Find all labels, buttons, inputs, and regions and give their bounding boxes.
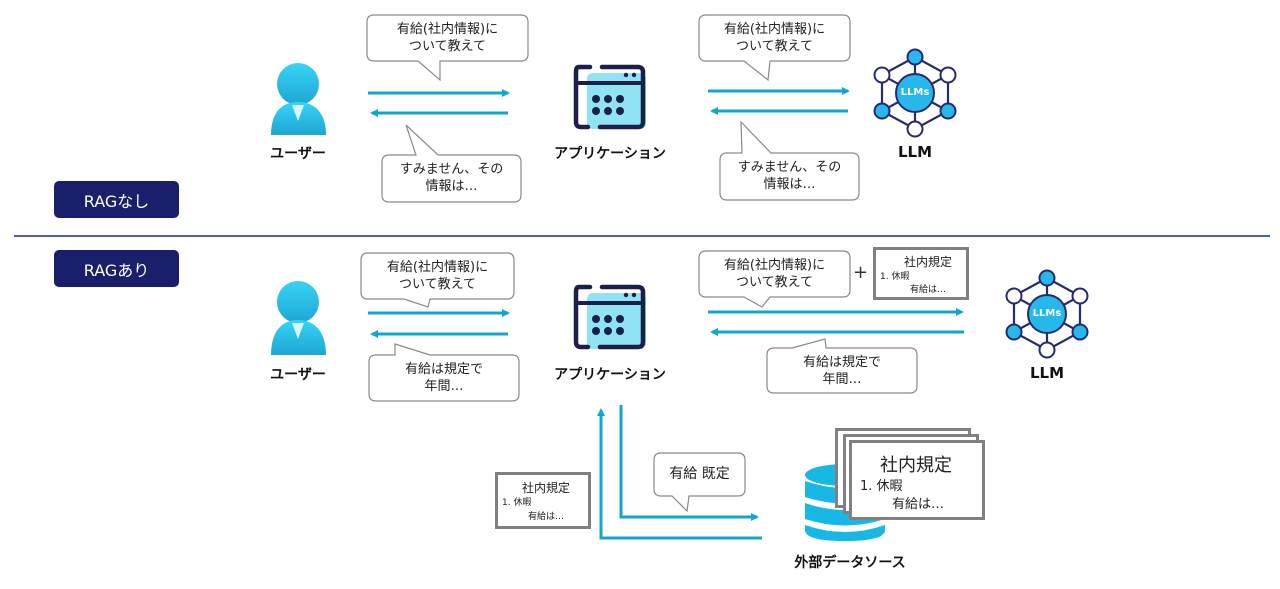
document-title: 社内規定 [522, 481, 571, 495]
document-line-2: 有給は… [892, 497, 945, 512]
user-icon [271, 63, 326, 135]
speech-bubble-user-request [366, 14, 529, 82]
document-stack-front: 社内規定 1. 休暇 有給は… [849, 440, 985, 520]
speech-bubble-app-reply [381, 124, 522, 203]
bubble-text-app-to-llm: 有給(社内情報)に ついて教えて [723, 258, 826, 290]
bubble-text-app-to-llm: 有給(社内情報)に ついて教えて [723, 22, 826, 54]
llm-label: LLM [1029, 364, 1065, 382]
document-title: 社内規定 [880, 455, 952, 476]
llm-label: LLM [897, 143, 933, 161]
application-icon [573, 284, 646, 350]
arrow-datasource-to-app [597, 408, 762, 540]
application-label: アプリケーション [554, 367, 666, 383]
llm-icon-text: LLMs [900, 87, 930, 98]
bubble-text-user-request: 有給(社内情報)に ついて教えて [396, 22, 499, 54]
document-line-1: 1. 休暇 [502, 498, 532, 508]
application-label: アプリケーション [554, 146, 666, 162]
badge-rag-with: RAGあり [54, 250, 179, 287]
speech-bubble-app-reply [368, 343, 520, 402]
llm-icon-text: LLMs [1032, 308, 1062, 319]
user-label: ユーザー [270, 146, 326, 162]
arrow-app-to-datasource [619, 405, 759, 521]
speech-bubble-search-query [653, 452, 746, 513]
document-line-1: 1. 休暇 [880, 272, 910, 282]
document-line-1: 1. 休暇 [860, 479, 903, 494]
bubble-text-llm-reply: 有給は規定で 年間… [802, 355, 881, 387]
section-separator [14, 235, 1270, 237]
bubble-text-user-request: 有給(社内情報)に ついて教えて [386, 260, 489, 292]
bubble-text-app-reply: 有給は規定で 年間… [404, 362, 483, 394]
bubble-text-app-reply: すみません、その 情報は… [399, 162, 504, 194]
document-line-2: 有給は… [528, 512, 565, 522]
plus-sign: + [853, 262, 869, 283]
datasource-label: 外部データソース [794, 555, 906, 571]
bubble-text-llm-reply: すみません、その 情報は… [737, 160, 842, 192]
badge-rag-none: RAGなし [54, 181, 179, 218]
document-title: 社内規定 [904, 255, 953, 269]
speech-bubble-app-to-llm [698, 250, 851, 308]
user-icon [271, 281, 326, 355]
document-retrieved: 社内規定 1. 休暇 有給は… [495, 472, 591, 529]
speech-bubble-llm-reply [766, 338, 918, 394]
speech-bubble-llm-reply [719, 120, 860, 201]
speech-bubble-user-request [360, 252, 515, 308]
user-label: ユーザー [270, 367, 326, 383]
llm-icon [873, 48, 957, 138]
speech-bubble-app-to-llm [698, 14, 851, 82]
application-icon [573, 64, 646, 130]
document-line-2: 有給は… [910, 285, 947, 295]
bubble-text-search-query: 有給 既定 [669, 466, 730, 482]
document-attached: 社内規定 1. 休暇 有給は… [873, 247, 969, 300]
llm-icon [1005, 269, 1089, 359]
